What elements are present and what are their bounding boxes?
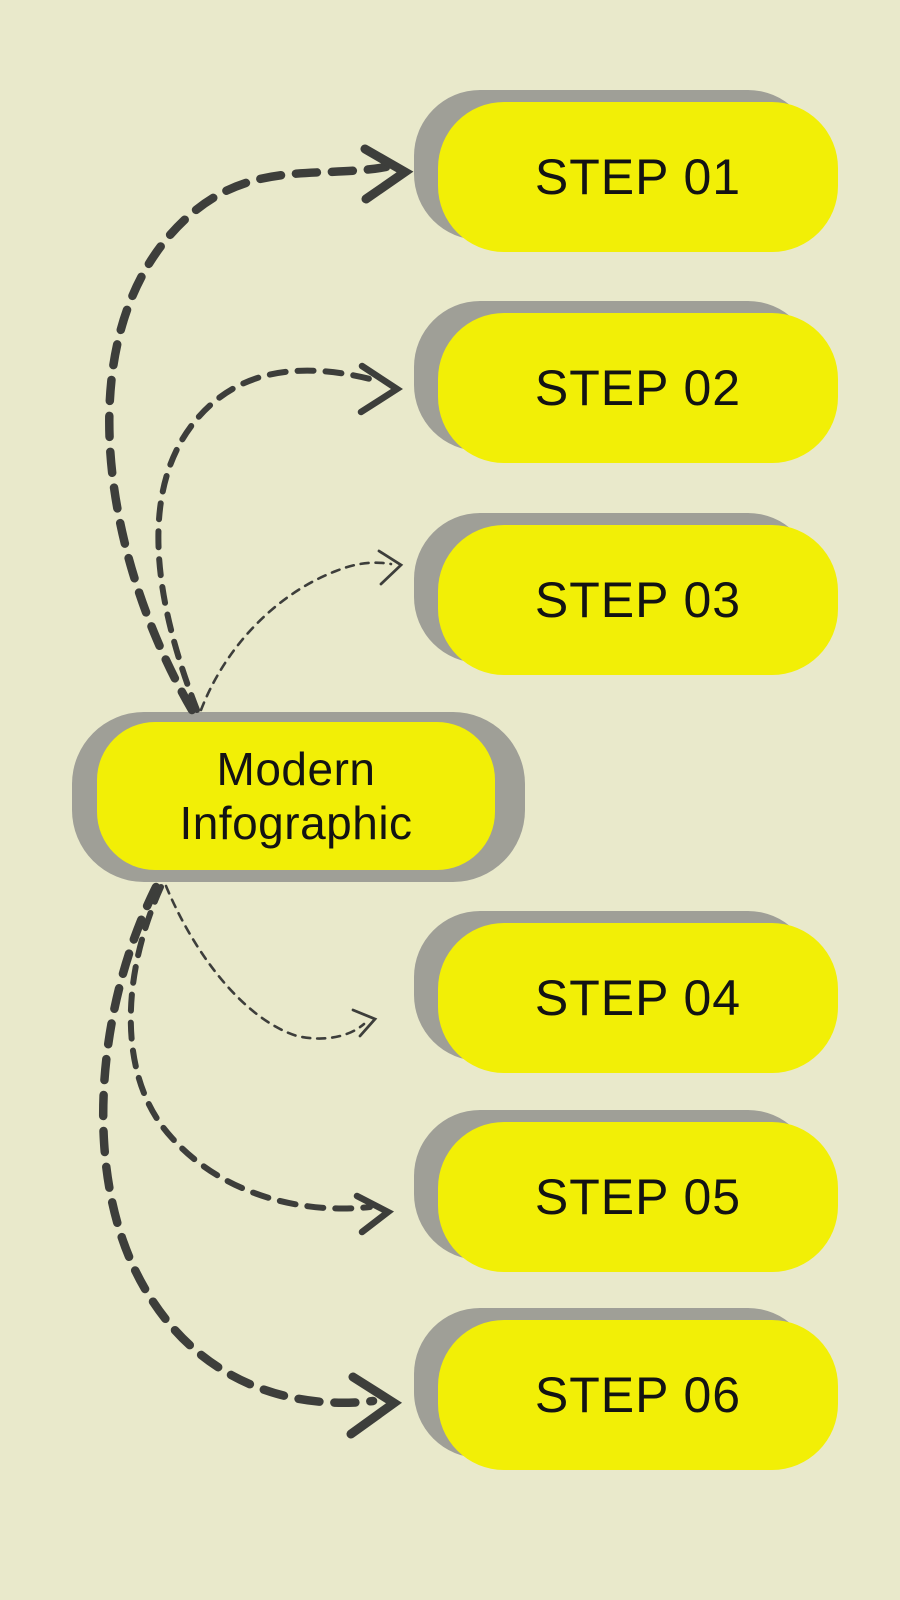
arrow-head-step-03-icon [377, 549, 404, 586]
step-node-03: STEP 03 [414, 513, 838, 675]
step-node-06-label: STEP 06 [438, 1320, 838, 1470]
step-node-02-label: STEP 02 [438, 313, 838, 463]
arrow-curve-step-01 [105, 162, 391, 715]
arrow-curve-step-04 [164, 884, 366, 1040]
arrow-head-step-06-icon [346, 1372, 403, 1439]
step-node-04-label: STEP 04 [438, 923, 838, 1073]
center-node-title-line2: Infographic [179, 797, 413, 849]
step-node-05-label: STEP 05 [438, 1122, 838, 1272]
center-node-title-line1: Modern [216, 742, 376, 795]
step-node-03-label: STEP 03 [438, 525, 838, 675]
center-node: Modern Infographic [72, 712, 525, 882]
arrow-head-step-01-icon [360, 144, 414, 204]
arrow-head-step-04-icon [351, 1008, 378, 1038]
step-node-01-label: STEP 01 [438, 102, 838, 252]
arrow-to-step-04 [164, 884, 378, 1040]
arrow-to-step-02 [155, 362, 403, 713]
step-node-01: STEP 01 [414, 90, 838, 252]
step-node-06: STEP 06 [414, 1308, 838, 1470]
center-node-face: Modern Infographic [97, 722, 495, 870]
step-node-04: STEP 04 [414, 911, 838, 1073]
arrow-curve-step-03 [199, 561, 393, 712]
arrow-head-step-02-icon [357, 362, 403, 416]
arrow-to-step-05 [127, 884, 395, 1236]
arrow-curve-step-06 [98, 882, 378, 1408]
step-node-05: STEP 05 [414, 1110, 838, 1272]
step-node-02: STEP 02 [414, 301, 838, 463]
arrow-curve-step-05 [127, 884, 373, 1212]
arrow-curve-step-02 [155, 367, 381, 713]
arrow-head-step-05-icon [353, 1192, 395, 1236]
arrow-to-step-06 [98, 882, 403, 1439]
arrow-to-step-03 [199, 549, 404, 712]
arrow-to-step-01 [105, 144, 414, 715]
